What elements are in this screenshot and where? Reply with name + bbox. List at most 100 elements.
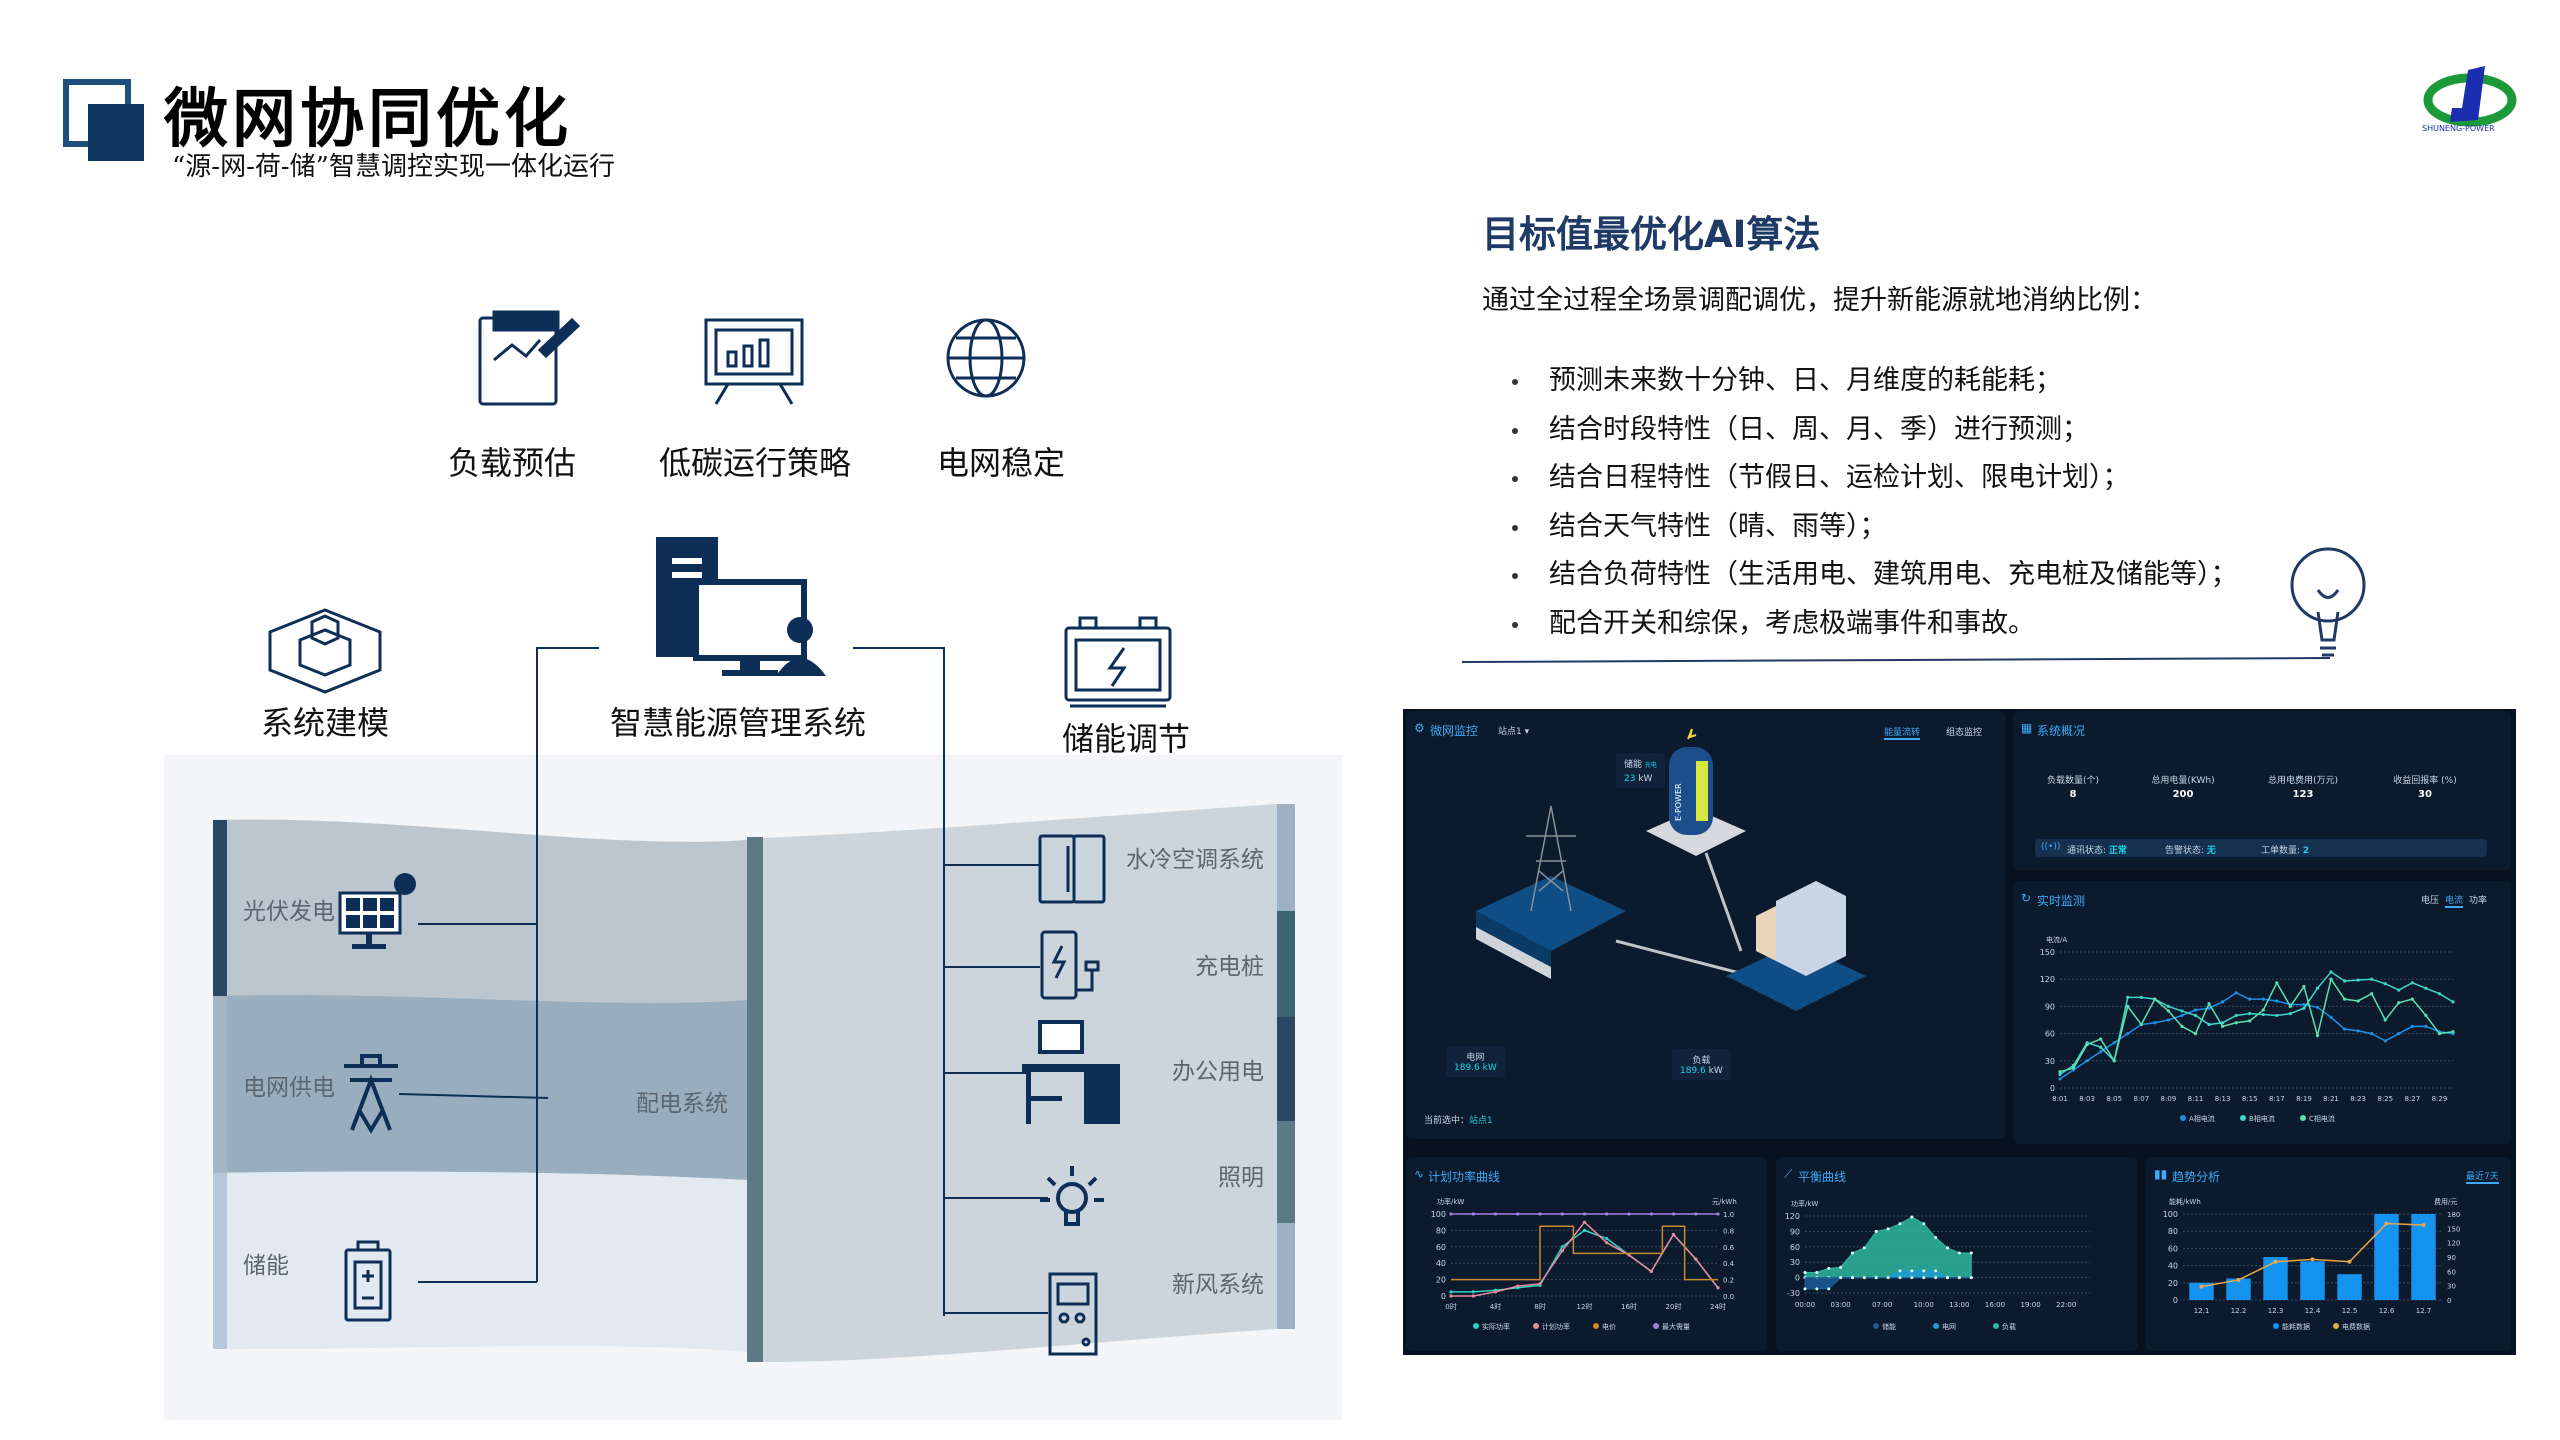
series-line-计划功率: [1451, 1221, 1719, 1297]
y-tick-label: 20: [1436, 1276, 1446, 1285]
alarm-status-value: 无: [2206, 846, 2216, 856]
data-point: [2058, 1077, 2062, 1081]
stat-energy-label: 总用电量(KWh): [2151, 776, 2215, 786]
battery-charge: [1696, 761, 1708, 821]
grid-label: 电网: [1466, 1053, 1485, 1063]
fresh-air-system-icon: [1048, 1272, 1098, 1356]
lighting-bulb-icon: [1040, 1166, 1104, 1226]
grid-platform-base: [1476, 927, 1551, 979]
x-tick-label: 8时: [1534, 1302, 1545, 1311]
y-tick-label: 40: [2168, 1262, 2178, 1271]
data-point: [1493, 1212, 1498, 1216]
label-storage-regulation: 储能调节: [1061, 720, 1191, 758]
divider-line: [1461, 657, 2331, 663]
lightbulb-icon: [2290, 547, 2366, 657]
tab-power[interactable]: 功率: [2469, 896, 2488, 906]
data-point: [1493, 1290, 1498, 1294]
data-point: [1922, 1222, 1926, 1226]
y2-tick-label: 180: [2447, 1211, 2460, 1219]
battery-icon: [344, 1240, 392, 1322]
alarm-status: 告警状态: 无: [2165, 843, 2216, 856]
band-storage: [213, 1171, 747, 1352]
data-point: [2273, 1259, 2278, 1264]
x-tick-label: 8:29: [2432, 1095, 2448, 1103]
data-point: [1449, 1294, 1453, 1298]
solar-panel-icon: [338, 873, 416, 949]
data-point: [1886, 1276, 1890, 1280]
x-tick-label: 16:00: [1985, 1301, 2005, 1309]
data-point: [2180, 1013, 2184, 1018]
data-point: [2383, 1039, 2387, 1043]
data-point: [1957, 1276, 1961, 1280]
flow-line: [1615, 852, 1752, 978]
data-point: [1582, 1228, 1587, 1232]
data-point: [1946, 1276, 1949, 1280]
data-point: [1827, 1266, 1831, 1270]
page-subtitle: “源-网-荷-储”智慧调控实现一体化运行: [172, 152, 615, 182]
selected-value: 站点1: [1469, 1116, 1493, 1126]
data-point: [2424, 986, 2428, 990]
feature-low-carbon: 低碳运行策略: [658, 444, 852, 482]
data-point: [1716, 1286, 1720, 1290]
x-tick-label: 22:00: [2056, 1301, 2076, 1309]
x-tick-label: 8:05: [2106, 1095, 2122, 1103]
building-side: [1756, 906, 1776, 961]
legend-marker: [2180, 1115, 2186, 1121]
data-point: [2370, 992, 2374, 996]
data-point: [2085, 1059, 2089, 1063]
site-select[interactable]: 站点1 ▾: [1498, 724, 1529, 737]
bullet-item: 结合天气特性（晴、雨等）；: [1512, 503, 2238, 552]
data-point: [1627, 1212, 1631, 1216]
data-point: [2302, 1002, 2306, 1007]
y-tick-label: 0: [2173, 1296, 2178, 1305]
data-point: [2275, 981, 2279, 985]
tab-config-monitor[interactable]: 组态监控: [1946, 728, 1983, 738]
data-point: [1910, 1269, 1914, 1273]
data-point: [2424, 1024, 2428, 1028]
y2-tick-label: 60: [2447, 1268, 2456, 1276]
series-line-A相电流: [2059, 991, 2454, 1080]
data-point: [1649, 1269, 1653, 1273]
data-point: [2193, 1008, 2198, 1012]
distribution-label: 配电系统: [636, 1091, 728, 1117]
data-point: [2112, 1041, 2116, 1045]
data-point: [2180, 1009, 2184, 1013]
data-point: [2288, 1004, 2292, 1008]
x-tick-label: 00:00: [1795, 1301, 1815, 1309]
y2-tick-label: 90: [2447, 1254, 2456, 1262]
stat-cost: 123: [2292, 789, 2314, 800]
data-point: [2302, 1006, 2306, 1010]
y2-tick-label: 0.6: [1723, 1244, 1735, 1252]
selected-site: 当前选中：站点1: [1424, 1113, 1493, 1126]
distribution-bar: [747, 837, 763, 1362]
range-button[interactable]: 最近7天: [2466, 1169, 2499, 1184]
grid-platform: [1476, 876, 1626, 951]
x-tick-label: 12.6: [2379, 1307, 2395, 1315]
dashboard-screenshot: ⚙ 微网监控 站点1 ▾ 能量流转 组态监控 E-POWER 储能 充电 23 …: [1403, 709, 2516, 1355]
tab-energy-flow[interactable]: 能量流转: [1884, 725, 1921, 740]
y-tick-label: 60: [1436, 1243, 1446, 1252]
data-point: [2347, 1259, 2352, 1264]
tab-current[interactable]: 电流: [2445, 893, 2464, 908]
data-point: [2356, 1029, 2360, 1033]
data-point: [1560, 1212, 1564, 1216]
microgrid-monitor-panel: ⚙ 微网监控 站点1 ▾ 能量流转 组态监控 E-POWER 储能 充电 23 …: [1406, 711, 2005, 1139]
y-axis-label: 功率/kW: [1791, 1199, 1818, 1208]
x-tick-label: 13:00: [1949, 1301, 1969, 1309]
data-point: [2410, 981, 2414, 985]
legend-label: B相电流: [2249, 1114, 2275, 1123]
transmission-tower-icon: [1526, 805, 1576, 912]
tab-voltage[interactable]: 电压: [2421, 896, 2440, 906]
y-axis-label: 能耗/kWh: [2169, 1197, 2201, 1206]
load-readout: 负载 189.6 kW: [1672, 1049, 1731, 1080]
comm-status-value: 正常: [2108, 846, 2127, 856]
storage-label: 储能 充电: [1624, 757, 1657, 770]
legend-marker: [1593, 1323, 1599, 1329]
data-point: [1471, 1290, 1475, 1294]
data-point: [1538, 1212, 1542, 1216]
data-point: [2207, 1022, 2211, 1027]
data-point: [2437, 1032, 2442, 1036]
storage-value: 23: [1624, 774, 1636, 784]
